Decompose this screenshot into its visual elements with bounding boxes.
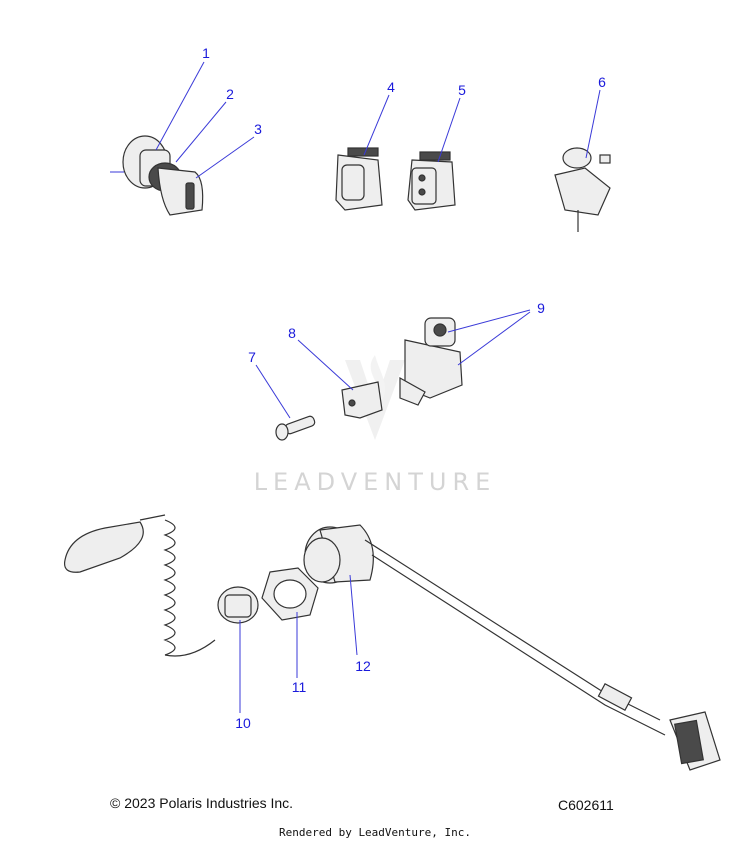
- callout-10: 10: [235, 715, 251, 731]
- leader-9a: [447, 309, 531, 333]
- callout-7: 7: [248, 349, 256, 365]
- leader-4: [363, 94, 390, 156]
- callout-2: 2: [226, 86, 234, 102]
- rocker-switch-part: [335, 147, 383, 211]
- leader-2: [175, 101, 227, 163]
- copyright-text: © 2023 Polaris Industries Inc.: [110, 795, 294, 811]
- callout-1: 1: [202, 45, 210, 61]
- leader-3: [195, 136, 255, 179]
- ignition-switch-part: [110, 135, 204, 216]
- callout-11: 11: [292, 679, 307, 695]
- tether-lanyard-part: [63, 514, 259, 657]
- leader-9b: [457, 311, 531, 366]
- leader-7: [255, 364, 291, 419]
- callout-3: 3: [254, 121, 262, 137]
- callout-5: 5: [458, 82, 466, 98]
- leader-8: [297, 339, 354, 391]
- callout-4: 4: [387, 79, 395, 95]
- callout-8: 8: [288, 325, 296, 341]
- diagram-code: C602611: [558, 797, 614, 813]
- toggle-switch-part: [407, 151, 456, 211]
- clip-part: [341, 381, 383, 419]
- callout-12: 12: [355, 658, 371, 674]
- leader-12: [349, 574, 358, 656]
- hex-nut-part: [261, 567, 319, 621]
- leader-6: [585, 89, 601, 159]
- rendered-by-text: Rendered by LeadVenture, Inc.: [278, 826, 472, 839]
- receptacle-harness-part: [303, 524, 721, 771]
- screw-part: [275, 415, 316, 441]
- switch-cover-part: [399, 317, 463, 406]
- leader-5: [437, 97, 461, 163]
- callout-6: 6: [598, 74, 606, 90]
- push-button-part: [554, 147, 611, 232]
- callout-9: 9: [537, 300, 545, 316]
- leader-1: [155, 61, 205, 151]
- watermark-text: LEADVENTURE: [254, 468, 497, 496]
